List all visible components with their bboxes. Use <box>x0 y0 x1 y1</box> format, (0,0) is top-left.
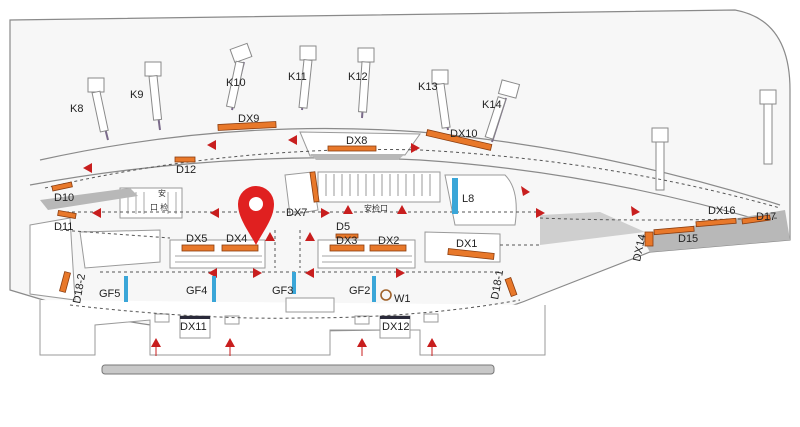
label-k14: K14 <box>482 99 502 111</box>
label-dx11: DX11 <box>180 321 207 333</box>
gate-unlabeled-right <box>651 89 777 191</box>
service-w1[interactable] <box>380 289 392 301</box>
shop-d18-2[interactable] <box>59 271 71 293</box>
gf3-building <box>285 297 335 313</box>
label-dx5: DX5 <box>186 233 207 245</box>
path-cross <box>274 230 301 268</box>
label-d11: D11 <box>54 221 73 233</box>
label-dx14: DX14 <box>631 233 648 262</box>
pier-wall-north <box>39 127 781 206</box>
shop-dx9[interactable] <box>217 121 277 131</box>
gate-k13[interactable] <box>431 69 451 131</box>
shop-dx1[interactable] <box>447 248 495 260</box>
service-gf4[interactable] <box>212 276 216 302</box>
shop-d5[interactable] <box>335 233 359 239</box>
shop-dx4[interactable] <box>221 244 259 252</box>
label-dx16: DX16 <box>708 205 736 217</box>
shop-dx7[interactable] <box>309 171 320 203</box>
shop-d18-1[interactable] <box>504 277 518 297</box>
gate-k9[interactable] <box>144 61 163 131</box>
path-apron <box>69 299 521 319</box>
shop-dx14[interactable] <box>644 231 654 247</box>
shop-d12[interactable] <box>174 156 196 163</box>
gate-k8[interactable] <box>87 77 109 141</box>
left-slope <box>40 188 138 210</box>
label-d12: D12 <box>176 164 196 176</box>
label-gf2: GF2 <box>349 285 370 297</box>
label-k9: K9 <box>130 89 143 101</box>
island-dx5-dx4 <box>169 239 266 269</box>
label-dx1: DX1 <box>456 238 477 250</box>
shop-d15[interactable] <box>653 225 695 236</box>
label-d17: D17 <box>756 211 776 223</box>
label-security-right: 安检口 <box>364 203 388 213</box>
shop-dx16[interactable] <box>695 217 737 228</box>
shop-dx2[interactable] <box>369 244 407 252</box>
label-security-left-b: 口 检 <box>150 202 168 212</box>
label-k11: K11 <box>288 71 307 83</box>
shop-dx8[interactable] <box>327 145 377 152</box>
label-k10: K10 <box>226 77 246 89</box>
service-gf3[interactable] <box>292 272 296 294</box>
label-dx9: DX9 <box>238 113 259 125</box>
label-dx12: DX12 <box>382 321 410 333</box>
label-k13: K13 <box>418 81 438 93</box>
label-dx2: DX2 <box>378 235 399 247</box>
flow-arrows <box>83 135 640 347</box>
label-dx4: DX4 <box>226 233 247 245</box>
label-k12: K12 <box>348 71 368 83</box>
location-pin-icon[interactable] <box>238 186 274 245</box>
label-gf3: GF3 <box>272 285 293 297</box>
label-gf5: GF5 <box>99 288 120 300</box>
label-dx7: DX7 <box>286 207 307 219</box>
label-d10: D10 <box>54 192 74 204</box>
service-gf5[interactable] <box>124 276 128 302</box>
dx7-block <box>284 171 319 216</box>
service-l8[interactable] <box>452 178 458 214</box>
road-bar <box>101 364 495 375</box>
label-d15: D15 <box>678 233 698 245</box>
shop-d17[interactable] <box>741 214 771 225</box>
label-gf4: GF4 <box>186 285 207 297</box>
label-security-left-a: 安 <box>158 188 166 198</box>
shop-d11[interactable] <box>57 210 77 219</box>
island-dx3-dx2 <box>317 239 416 269</box>
label-dx10: DX10 <box>450 128 478 140</box>
service-gf2[interactable] <box>372 276 376 302</box>
shop-d10[interactable] <box>51 181 73 192</box>
island-west <box>79 229 161 269</box>
gate-k14[interactable] <box>484 79 521 143</box>
right-block <box>540 212 645 245</box>
shop-dx10[interactable] <box>425 129 493 151</box>
security-lanes <box>325 174 431 196</box>
security-hall <box>317 171 441 203</box>
path-north <box>44 148 781 209</box>
gate-k10[interactable] <box>225 42 253 111</box>
label-d18-2: D18-2 <box>71 273 88 305</box>
gate-k11[interactable] <box>298 45 317 111</box>
gate-k12[interactable] <box>357 47 375 119</box>
shop-dx5[interactable] <box>181 244 215 252</box>
label-dx8: DX8 <box>346 135 367 147</box>
label-k8: K8 <box>70 103 83 115</box>
label-w1: W1 <box>394 293 411 305</box>
label-d5: D5 <box>336 221 350 233</box>
label-d18-1: D18-1 <box>489 269 506 301</box>
shop-dx3[interactable] <box>329 244 365 252</box>
label-l8: L8 <box>462 193 474 205</box>
label-dx3: DX3 <box>336 235 357 247</box>
